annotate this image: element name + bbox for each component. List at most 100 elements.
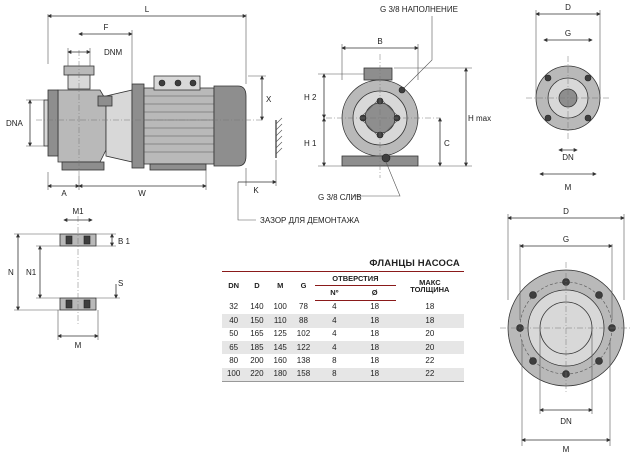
fan-cover: [213, 85, 247, 167]
bolt-hole-icon: [584, 114, 592, 122]
table-cell: 18: [353, 367, 396, 383]
motor-flange: [131, 83, 145, 169]
dim-label-dnm: DNM: [104, 48, 123, 57]
dim-label-b: B: [377, 37, 382, 46]
flange-square: [359, 97, 401, 139]
table-cell: 18: [353, 340, 396, 355]
table-cell: 18: [353, 314, 396, 328]
dim-label-n: N: [8, 268, 14, 277]
col-header-g: G: [291, 271, 316, 301]
dim-label-d-big: D: [563, 207, 569, 216]
clearance-label: ЗАЗОР ДЛЯ ДЕМОНТАЖА: [260, 216, 360, 225]
bolt-hole-icon: [584, 74, 592, 82]
dim-label-hmax: H max: [468, 114, 491, 123]
dim-label-m1: M1: [72, 207, 84, 216]
table-cell: 8: [332, 356, 337, 366]
table-cell: 80: [229, 356, 239, 366]
table-cell: 138: [296, 356, 311, 366]
col-header-max-thickness: МАКС ТОЛЩИНА: [395, 271, 464, 301]
col-header-count: Nº: [315, 285, 354, 301]
wall-hatch: [275, 117, 283, 155]
cable-gland-icon: [189, 79, 197, 87]
bracket-detail: [97, 95, 113, 107]
table-cell: 110: [268, 314, 292, 328]
table-cell: 122: [291, 340, 316, 355]
motor-foot: [149, 163, 207, 171]
table-cell: 50: [229, 329, 239, 339]
side-view-dimensions: L F DNM DNA A W X: [6, 5, 360, 225]
col-header-holes: ОТВЕРСТИЯ: [315, 270, 396, 287]
table-cell: 4: [332, 329, 337, 339]
table-cell: 165: [250, 329, 264, 339]
table-cell: 185: [245, 340, 269, 355]
table-cell: 22: [425, 356, 435, 366]
table-cell: 220: [245, 367, 269, 383]
bolt-hole-icon: [529, 357, 537, 365]
dim-label-g-top: G: [565, 29, 571, 38]
cable-gland-icon: [174, 79, 182, 87]
table-cell: 20: [425, 329, 435, 339]
dim-label-c: C: [444, 139, 450, 148]
table-cell: 4: [315, 340, 354, 355]
table-cell: 200: [250, 356, 264, 366]
dim-label-k: K: [253, 186, 259, 195]
table-cell: 8: [315, 367, 354, 383]
dim-label-s: S: [118, 279, 123, 288]
dim-label-m-side: M: [75, 341, 82, 350]
table-cell: 158: [291, 367, 316, 383]
flange-section-view: M1 B 1 N N1 S M: [8, 207, 131, 350]
table-cell: 40: [222, 314, 246, 328]
table-cell: 150: [245, 314, 269, 328]
table-cell: 145: [268, 340, 292, 355]
bolt-hole-icon: [544, 114, 552, 122]
pump-foot: [61, 161, 105, 171]
fill-plug-icon: [398, 86, 406, 94]
bolt-hole-icon: [595, 291, 603, 299]
dim-label-n1: N1: [26, 268, 37, 277]
table-cell: 102: [296, 329, 311, 339]
dim-label-a: A: [61, 189, 67, 198]
fill-port-label: G 3/8 НАПОЛНЕНИЕ: [380, 5, 458, 14]
dim-label-dn-top: DN: [562, 153, 574, 162]
dim-label-b1: B 1: [118, 237, 131, 246]
col-header-dn: DN: [222, 271, 246, 301]
table-cell: 78: [299, 302, 308, 312]
dim-label-h1: H 1: [304, 139, 317, 148]
inlet-face: [43, 99, 49, 147]
flange-small-front: D G DN M: [526, 3, 610, 192]
table-cell: 20: [395, 340, 464, 355]
section-hole: [83, 299, 91, 309]
table-cell: 18: [425, 302, 435, 312]
dim-label-g-big: G: [563, 235, 569, 244]
table-cell: 18: [370, 302, 380, 312]
table-row: 32 140 100 78 4 18 18: [222, 300, 464, 314]
flange-dimensions-table: ФЛАНЦЫ НАСОСА DN D M G ОТВЕРСТИЯ МАКС ТО…: [222, 256, 464, 383]
bolt-hole-icon: [595, 357, 603, 365]
table-cell: 4: [315, 314, 354, 328]
pump-side-view: [36, 50, 262, 176]
dim-label-m-big: M: [563, 445, 570, 454]
dim-label-dna: DNA: [6, 119, 24, 128]
table-cell: 125: [273, 329, 287, 339]
bolt-hole-icon: [544, 74, 552, 82]
front-view-dimensions: G 3/8 НАПОЛНЕНИЕ B H 2 H 1 H max C G 3/8…: [304, 5, 491, 202]
table-cell: 140: [250, 302, 264, 312]
table-cell: 18: [370, 356, 380, 366]
table-title: ФЛАНЦЫ НАСОСА: [369, 257, 460, 269]
table-cell: 88: [291, 314, 316, 328]
dim-label-h2: H 2: [304, 93, 317, 102]
pump-front-view: [326, 54, 440, 178]
drain-plug-icon: [381, 153, 391, 163]
table-cell: 22: [395, 367, 464, 383]
table-cell: 100: [273, 302, 287, 312]
table-cell: 4: [332, 302, 337, 312]
max-thickness-line1: МАКС: [419, 277, 441, 287]
table-cell: 32: [229, 302, 239, 312]
